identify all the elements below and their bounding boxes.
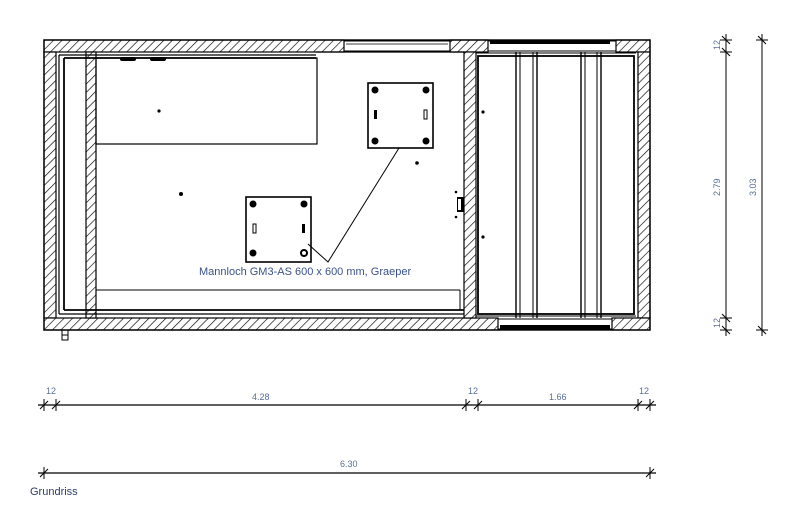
- wall-bottom-left: [43, 317, 499, 331]
- dim-room-left: 4.28: [252, 392, 270, 402]
- wall-bottom-right: [611, 317, 651, 331]
- dim-room-right: 1.66: [549, 392, 567, 402]
- wall-interior: [463, 51, 477, 319]
- manhole-bottom: [245, 196, 312, 263]
- dim-vertical-room: 2.79: [712, 178, 722, 196]
- wall-top-right: [615, 39, 651, 53]
- dim-vertical-wall-bottom: 12: [712, 318, 722, 328]
- dim-wall-middle: 12: [468, 386, 478, 396]
- exterior-walls: [43, 39, 651, 331]
- drawing-title: Grundriss: [30, 486, 78, 498]
- dim-vertical-wall-top: 12: [712, 40, 722, 50]
- dim-vertical-total: 3.03: [748, 178, 758, 196]
- equipment-box: [95, 57, 318, 145]
- annotation-leader: [307, 147, 400, 263]
- wall-top-middle: [449, 39, 489, 53]
- dim-wall-left: 12: [46, 386, 56, 396]
- wall-top-left: [43, 39, 345, 53]
- manhole-annotation: Mannloch GM3-AS 600 x 600 mm, Graeper: [199, 266, 411, 278]
- wall-right: [637, 51, 651, 319]
- wall-left: [43, 51, 57, 319]
- dim-wall-right: 12: [639, 386, 649, 396]
- right-room: [476, 52, 636, 318]
- vertical-dimensions: 12 2.79 12 3.03: [712, 34, 768, 336]
- wall-inner-left: [85, 51, 97, 319]
- window-top-left: [343, 40, 451, 52]
- left-room: [58, 51, 464, 341]
- dim-total: 6.30: [340, 459, 358, 469]
- horizontal-dimensions: 12 4.28 12 1.66 12 6.30: [38, 386, 656, 479]
- manhole-top: [367, 82, 434, 149]
